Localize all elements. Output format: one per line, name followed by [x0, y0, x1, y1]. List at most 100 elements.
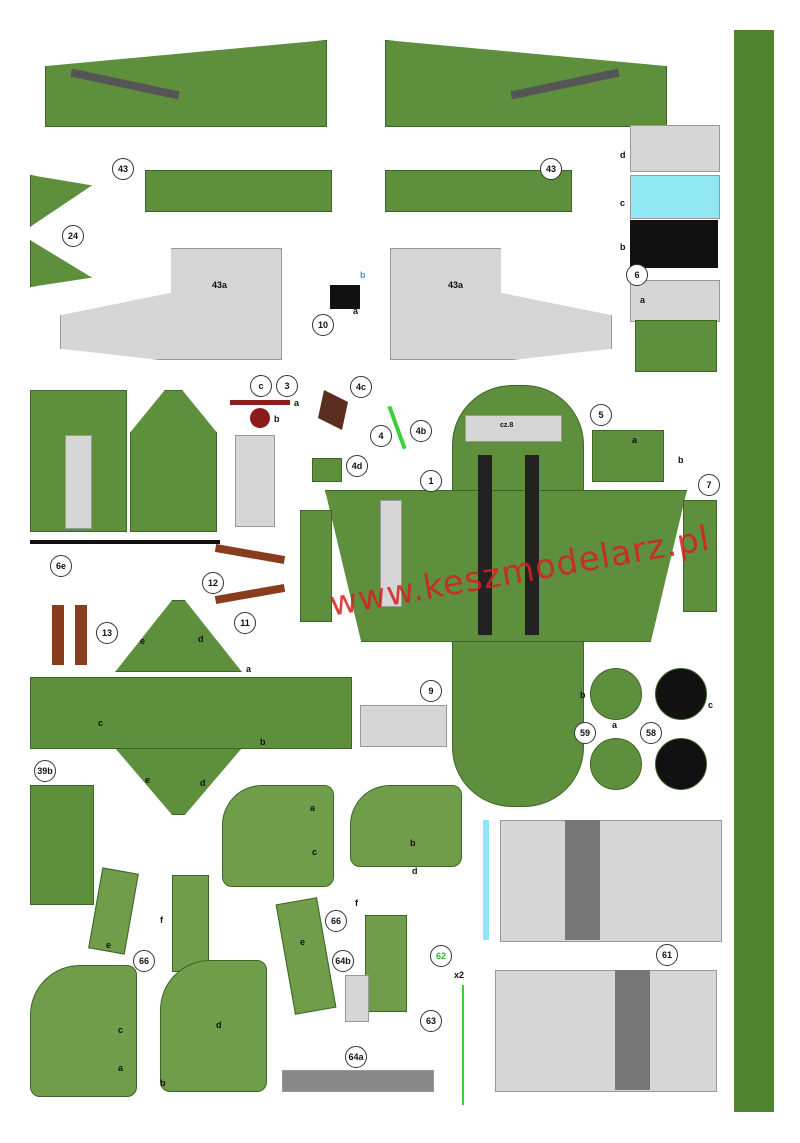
- label-3c: c: [250, 375, 272, 397]
- label-64a: 64a: [345, 1046, 367, 1068]
- label-11-e2: e: [145, 775, 151, 785]
- part-43-left: [45, 40, 327, 127]
- part-11-bottom: [115, 748, 242, 815]
- part-66-right-f: [365, 915, 407, 1012]
- rail-right: [525, 455, 539, 635]
- part-43-right: [385, 40, 667, 127]
- label-3-a: a: [294, 398, 300, 408]
- seat-a: [130, 390, 217, 532]
- label-62-x2: x2: [454, 970, 465, 980]
- part-43-left-lower: [145, 170, 332, 212]
- part-6-legs: [635, 320, 717, 372]
- part-4d: [312, 458, 342, 482]
- label-58: 58: [640, 722, 662, 744]
- label-59: 59: [574, 722, 596, 744]
- label-5: 5: [590, 404, 612, 426]
- label-left-f: f: [160, 915, 163, 925]
- part-24-bottom: [30, 240, 92, 287]
- label-6-d: d: [620, 150, 626, 160]
- part-7: [683, 500, 717, 612]
- label-66-left: 66: [133, 950, 155, 972]
- part-6b: [630, 220, 718, 268]
- label-4d: 4d: [346, 455, 368, 477]
- label-cz8: cz.8: [500, 422, 514, 429]
- part-12-strap2: [214, 583, 286, 605]
- label-11-d2: d: [200, 778, 206, 788]
- part-66-left-a: [30, 965, 137, 1097]
- part-66-left-e: [88, 867, 139, 955]
- label-64b: 64b: [332, 950, 354, 972]
- part-24-top: [30, 175, 92, 227]
- wheel-59-top: [590, 668, 642, 720]
- label-right-b: b: [410, 838, 416, 848]
- label-9: 9: [420, 680, 442, 702]
- label-11-e: e: [140, 636, 146, 646]
- label-right-c: c: [312, 847, 318, 857]
- part-c-boxes: [300, 510, 332, 622]
- part-11-top: [115, 600, 242, 672]
- label-3-b: b: [274, 414, 280, 424]
- part-64a: [282, 1070, 434, 1092]
- part-62-wire: [462, 985, 464, 1105]
- part-66-right-a: [222, 785, 334, 887]
- part-61-top-dark: [565, 820, 600, 940]
- part-13-left: [52, 605, 64, 665]
- part-39b: [30, 785, 94, 905]
- label-wheel-a: a: [612, 720, 618, 730]
- label-5-a: a: [632, 435, 638, 445]
- label-left-e: e: [106, 940, 112, 950]
- wheel-58-top: [655, 668, 707, 720]
- part-3a: [230, 400, 290, 405]
- part-1-plate: [465, 415, 562, 442]
- label-6-b: b: [620, 242, 626, 252]
- part-66-right-b: [350, 785, 462, 867]
- side-stripe: [734, 30, 774, 1112]
- label-6: 6: [626, 264, 648, 286]
- label-43-right: 43: [540, 158, 562, 180]
- label-11-a: a: [246, 664, 252, 674]
- label-11-d: d: [198, 634, 204, 644]
- part-1-strip: [380, 500, 402, 607]
- part-43a-left: [60, 248, 282, 360]
- label-3: 3: [276, 375, 298, 397]
- part-61-antenna: [483, 820, 489, 940]
- label-6-c: c: [620, 198, 626, 208]
- label-39b: 39b: [34, 760, 56, 782]
- label-11-b: b: [260, 737, 266, 747]
- label-43a-right: 43a: [448, 280, 464, 290]
- part-64b: [345, 975, 369, 1022]
- label-7: 7: [698, 474, 720, 496]
- label-63: 63: [420, 1010, 442, 1032]
- part-43-right-lower: [385, 170, 572, 212]
- part-5a: [592, 430, 664, 482]
- wheel-59-bottom: [590, 738, 642, 790]
- part-b-cylinder: [235, 435, 275, 527]
- label-12: 12: [202, 572, 224, 594]
- label-4c: 4c: [350, 376, 372, 398]
- label-wheel-b: b: [580, 690, 586, 700]
- label-11: 11: [234, 612, 256, 634]
- part-61-bottom: [495, 970, 717, 1092]
- part-4c: [318, 390, 348, 430]
- label-6-a: a: [640, 295, 646, 305]
- part-13-right: [75, 605, 87, 665]
- label-5-b: b: [678, 455, 684, 465]
- part-10: [330, 285, 360, 309]
- label-66-right: 66: [325, 910, 347, 932]
- seat-back-panel: [65, 435, 92, 529]
- rail-left: [478, 455, 492, 635]
- label-13: 13: [96, 622, 118, 644]
- label-left-c: c: [118, 1025, 124, 1035]
- part-11-body: [30, 677, 352, 749]
- label-10-b: b: [360, 270, 366, 280]
- wheel-58-bottom: [655, 738, 707, 790]
- label-24: 24: [62, 225, 84, 247]
- part-4-green: [387, 405, 407, 450]
- label-right-d: d: [412, 866, 418, 876]
- label-1: 1: [420, 470, 442, 492]
- label-43a-left: 43a: [212, 280, 228, 290]
- part-66-left-d: [160, 960, 267, 1092]
- label-wheel-c: c: [708, 700, 714, 710]
- label-right-e: e: [300, 937, 306, 947]
- part-66-left-f: [172, 875, 209, 972]
